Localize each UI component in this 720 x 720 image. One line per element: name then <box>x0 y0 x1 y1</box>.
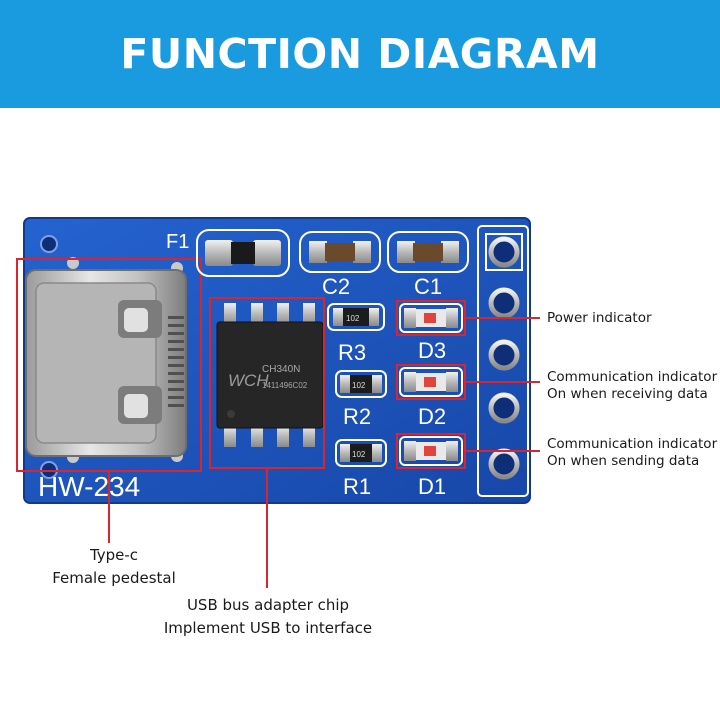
page-title: FUNCTION DIAGRAM <box>120 30 600 78</box>
callout-send-line2: On when sending data <box>547 453 700 469</box>
mounting-hole <box>40 235 58 253</box>
callout-power: Power indicator <box>547 308 652 329</box>
header-pins <box>477 225 529 497</box>
fuse-f1: F1 <box>166 229 290 277</box>
resistor-r3: 102 R3 <box>327 303 385 365</box>
ch340n-chip: WCH CH340N 1411496C02 <box>216 303 324 447</box>
led-d1: D1 <box>399 436 463 499</box>
callout-power-line1: Power indicator <box>547 310 652 326</box>
r2-code: 102 <box>352 381 366 390</box>
resistor-r1: 102 R1 <box>335 439 387 499</box>
d3-label: D3 <box>418 338 446 363</box>
led-d2: D2 <box>399 367 463 429</box>
leader-lines <box>108 317 540 588</box>
d1-label: D1 <box>418 474 446 499</box>
callout-chip: USB bus adapter chip Implement USB to in… <box>144 594 392 640</box>
r3-label: R3 <box>338 340 366 365</box>
chip-logo: WCH <box>228 371 269 390</box>
chip-marking-2: 1411496C02 <box>262 381 308 390</box>
callout-receive-line1: Communication indicator <box>547 369 718 385</box>
capacitor-c1: C1 <box>387 231 469 299</box>
callout-receive: Communication indicator On when receivin… <box>547 367 717 405</box>
resistor-r2: 102 R2 <box>335 370 387 429</box>
callout-send-line1: Communication indicator <box>547 436 718 452</box>
c1-label: C1 <box>414 274 442 299</box>
chip-marking-1: CH340N <box>262 364 300 375</box>
title-banner: FUNCTION DIAGRAM <box>0 0 720 108</box>
r1-code: 102 <box>352 450 366 459</box>
c2-label: C2 <box>322 274 350 299</box>
r1-label: R1 <box>343 474 371 499</box>
callout-chip-line2: Implement USB to interface <box>163 619 373 637</box>
capacitor-c2: C2 <box>299 231 381 299</box>
callout-send: Communication indicator On when sending … <box>547 434 717 472</box>
led-d3: D3 <box>399 303 463 363</box>
callout-typec-line1: Type-c <box>89 546 139 564</box>
d2-label: D2 <box>418 404 446 429</box>
r3-code: 102 <box>346 314 360 323</box>
callout-chip-line1: USB bus adapter chip <box>186 596 350 614</box>
callout-typec-line2: Female pedestal <box>52 569 176 587</box>
callout-typec: Type-c Female pedestal <box>34 544 194 590</box>
r2-label: R2 <box>343 404 371 429</box>
callout-receive-line2: On when receiving data <box>547 386 708 402</box>
fuse-label: F1 <box>166 231 189 253</box>
usb-c-connector <box>25 269 187 457</box>
board-model: HW-234 <box>38 471 140 502</box>
